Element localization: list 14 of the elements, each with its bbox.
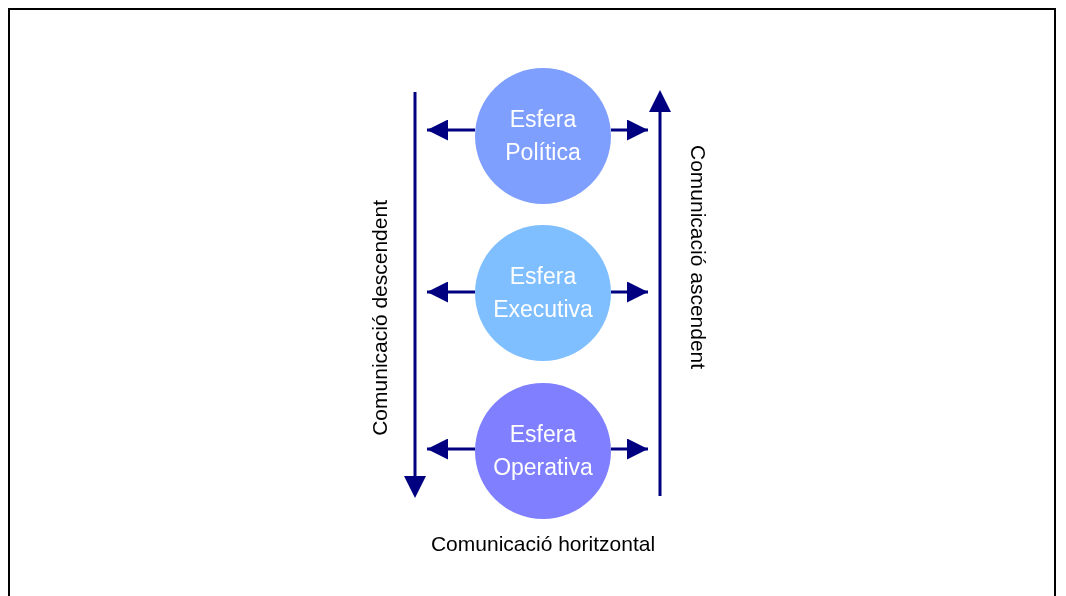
node-label: Esfera Política <box>504 105 582 167</box>
arrow <box>611 119 648 141</box>
node-label: Esfera Executiva <box>493 262 593 324</box>
arrow <box>611 438 648 460</box>
axis-caption: Comunicació ascendent <box>686 145 710 370</box>
vertical-arrow <box>648 90 672 496</box>
arrow <box>427 438 475 460</box>
arrow <box>427 281 475 303</box>
node-label: Esfera Operativa <box>493 420 593 482</box>
arrow <box>611 281 648 303</box>
axis-caption: Comunicació descendent <box>368 200 392 436</box>
vertical-arrow <box>403 92 427 498</box>
arrow <box>427 119 475 141</box>
caption-label: Comunicació horitzontal <box>430 532 656 556</box>
